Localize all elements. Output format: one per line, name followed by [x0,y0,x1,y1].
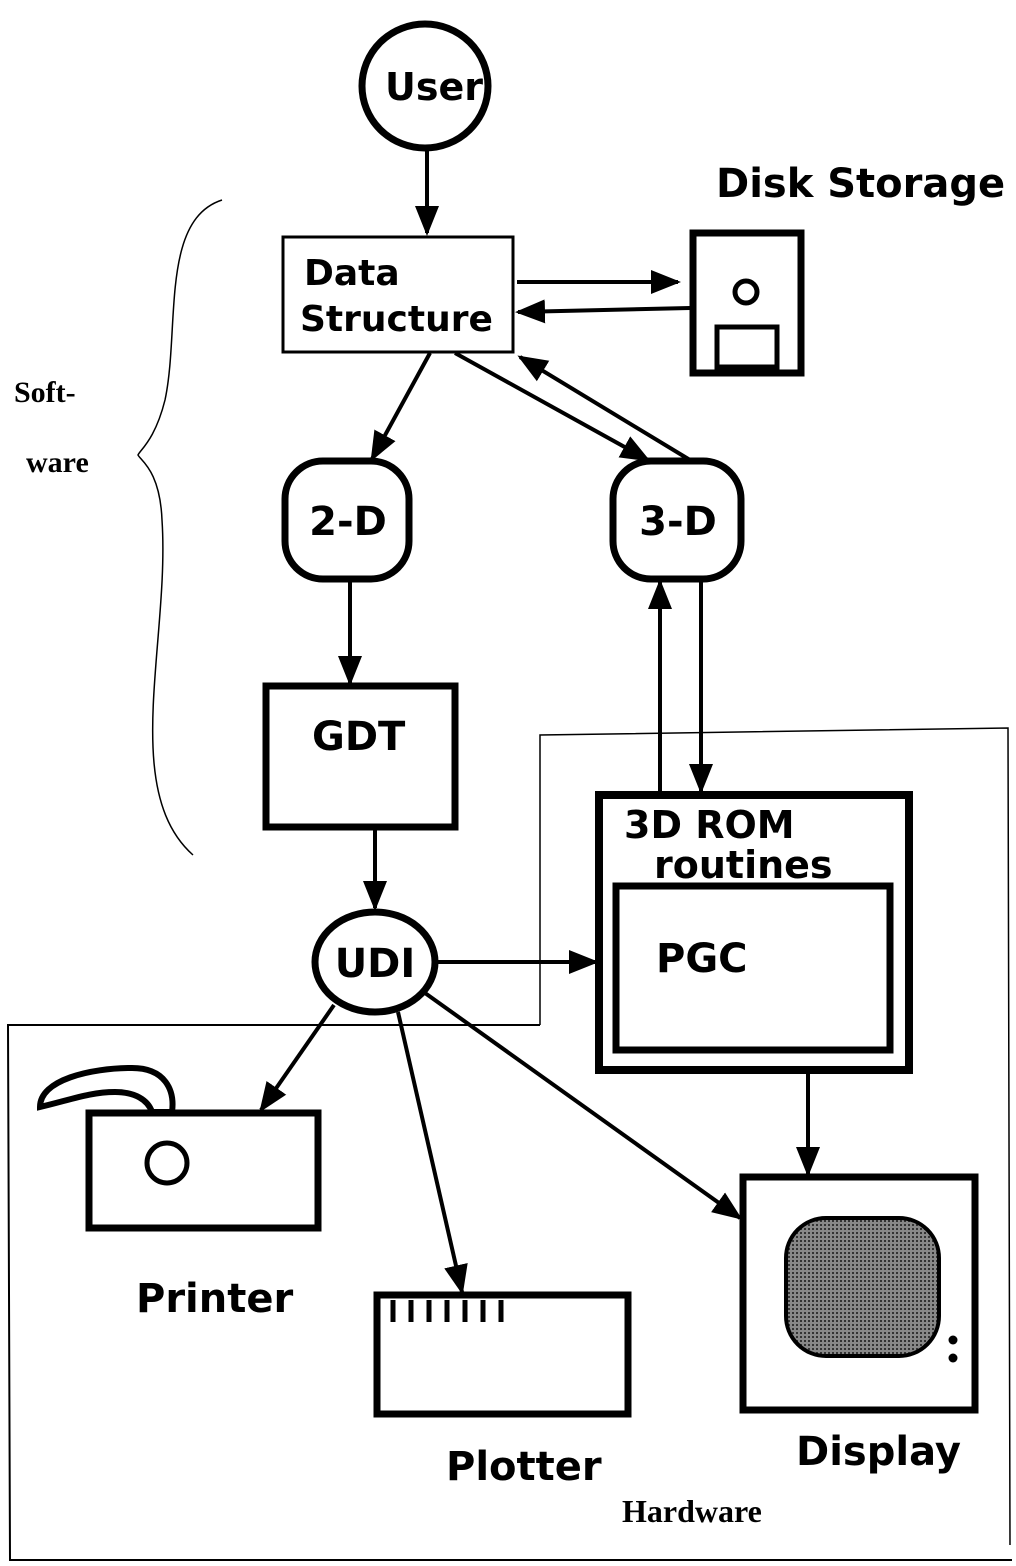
arrows [259,150,820,1295]
disk-storage-icon [689,229,805,377]
hardware-label: Hardware [622,1493,762,1529]
arrow-disk-to-data-structure [515,299,691,324]
gdt-label: GDT [312,714,406,760]
rom-region-outline [539,727,1011,1546]
software-label-line1: Soft- [14,376,76,409]
arrow-data-structure-to-2d [370,352,432,462]
hardware-region-outline [6,1024,1012,1561]
user-label: User [385,65,483,109]
two-d-node: 2-D [281,457,413,583]
printer-label: Printer [136,1276,293,1322]
software-brace [137,199,223,856]
display-screen [784,1216,941,1358]
disk-storage-label: Disk Storage [716,161,1005,207]
rom-routines-node: 3D ROM routines PGC [595,791,913,1074]
arrow-udi-to-display [423,991,743,1220]
arrow-3d-to-data-structure [517,355,692,462]
rom-routines-label-line2: routines [654,843,833,887]
display-icon [739,1173,979,1414]
arrow-udi-to-plotter [396,1011,468,1295]
display-label: Display [796,1429,961,1475]
plotter-label: Plotter [446,1444,602,1490]
data-structure-label-line2: Structure [300,299,493,340]
software-label-line2: ware [26,446,89,479]
arrow-data-structure-to-3d [454,351,651,462]
data-structure-label-line1: Data [304,253,400,294]
data-structure-node: Data Structure [281,235,515,354]
pgc-label: PGC [656,936,748,982]
three-d-node: 3-D [609,457,745,583]
printer-icon [36,1064,322,1232]
three-d-label: 3-D [639,499,717,545]
arrow-udi-to-printer [259,1003,336,1113]
user-node: User [358,20,492,152]
two-d-label: 2-D [309,499,387,545]
rom-routines-label-line1: 3D ROM [624,803,795,847]
udi-label: UDI [335,941,416,987]
gdt-node: GDT [262,682,459,831]
plotter-icon [373,1291,632,1418]
udi-node: UDI [311,908,439,1016]
